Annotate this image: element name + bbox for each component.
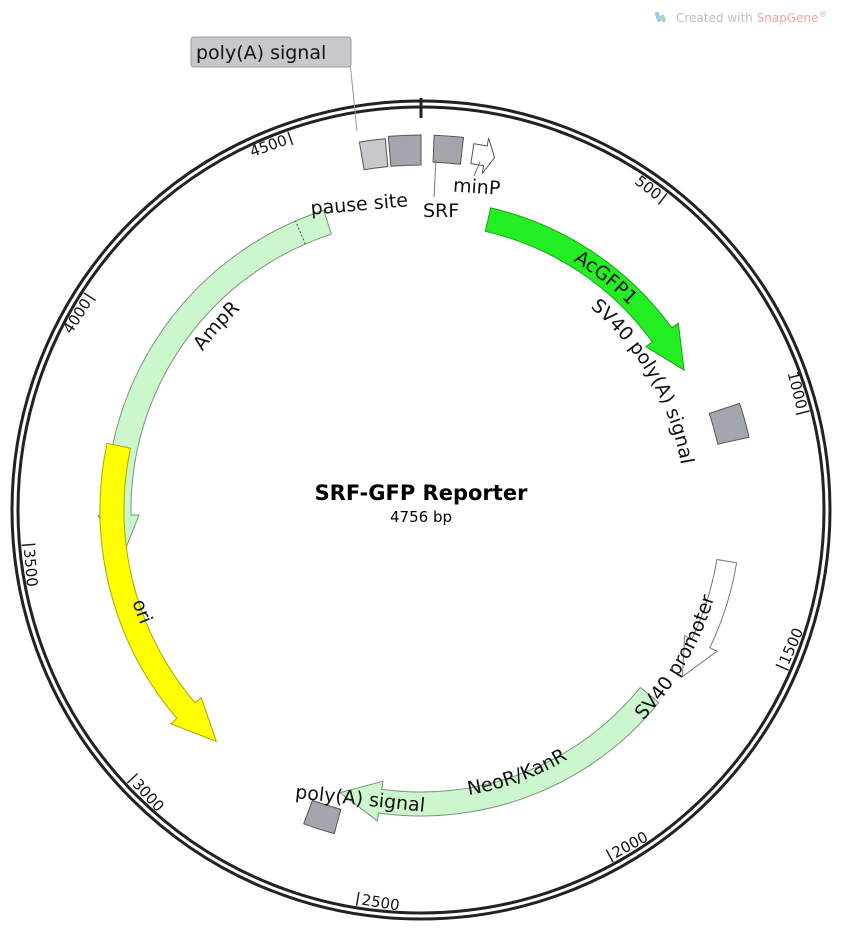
label-pause-site: pause site	[310, 189, 409, 219]
tick-mark	[83, 292, 97, 302]
tick-mark	[657, 192, 668, 205]
tick-mark	[795, 410, 810, 416]
feature-ori[interactable]	[99, 442, 218, 743]
feature-pause-site[interactable]	[387, 134, 422, 167]
feature-neor-kanr[interactable]	[338, 686, 660, 822]
label-minp: minP	[452, 174, 501, 199]
tick-label: 3500	[20, 548, 41, 588]
tick-mark	[126, 772, 139, 784]
tick-mark	[287, 131, 294, 146]
feature-ampr[interactable]	[97, 209, 333, 559]
feature-sv40-polya-signal[interactable]	[708, 402, 750, 445]
feature-srf[interactable]	[432, 134, 465, 165]
feature-polya-signal-lower[interactable]	[303, 799, 342, 835]
watermark-registered: ®	[818, 10, 827, 20]
feature-ampr-divider	[294, 220, 306, 245]
tick-label: 4000	[59, 295, 95, 337]
svg-text:Created with SnapGene®: Created with SnapGene®	[676, 10, 827, 25]
leader-line-polya-top	[349, 61, 358, 132]
leader-line-srf	[433, 159, 437, 198]
tick-mark	[21, 543, 36, 547]
watermark-brand: SnapGene	[757, 11, 819, 25]
leader-line-minp	[473, 161, 481, 177]
snapgene-logo-icon	[654, 11, 667, 23]
plasmid-name: SRF-GFP Reporter	[315, 481, 529, 505]
label-polya-signal-top: poly(A) signal	[196, 42, 326, 64]
watermark-text: Created with	[676, 11, 753, 25]
snapgene-watermark: Created with SnapGene®	[654, 10, 827, 25]
callout-polya-signal-box[interactable]	[190, 36, 352, 68]
tick-mark	[605, 849, 614, 863]
feature-polya-signal-top[interactable]	[358, 138, 389, 171]
feature-minp[interactable]	[470, 137, 496, 174]
tick-mark	[355, 891, 360, 906]
tick-mark	[775, 663, 789, 671]
feature-sv40-promoter[interactable]	[681, 558, 738, 678]
label-srf: SRF	[423, 200, 459, 222]
tick-label: 2500	[360, 891, 401, 915]
tick-label: 2000	[609, 828, 651, 862]
feature-acgfp1[interactable]	[484, 207, 685, 372]
plasmid-length: 4756 bp	[390, 508, 452, 526]
